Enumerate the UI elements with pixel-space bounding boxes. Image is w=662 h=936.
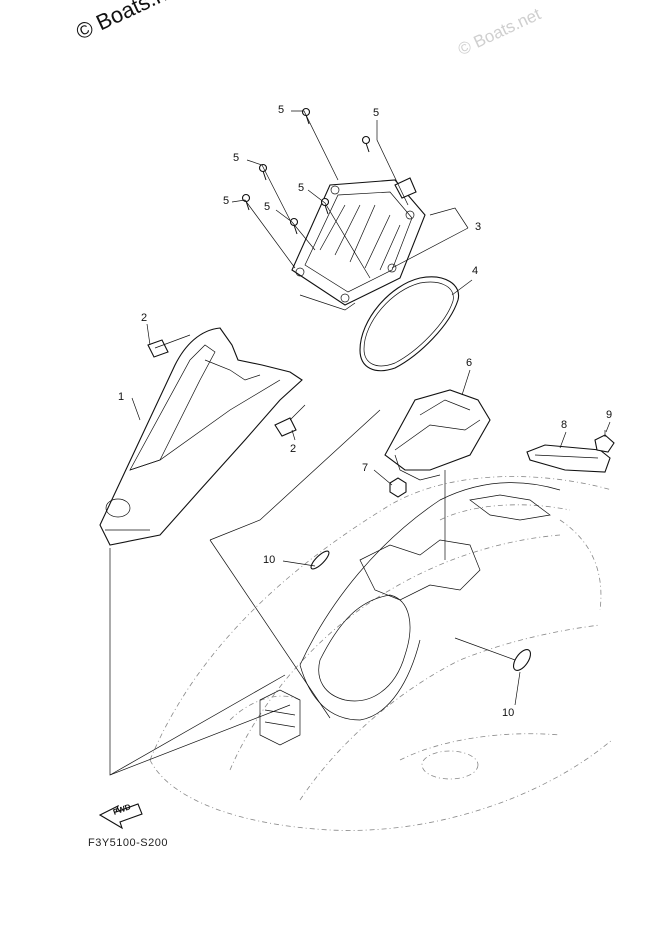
part-upper-cover [384,389,491,481]
callout-3: 3 [475,221,482,233]
part-small-clip [594,430,615,453]
part-front-cover [99,327,303,546]
callout-5-a: 5 [278,104,285,116]
fwd-arrow [98,803,143,830]
callout-10-left: 10 [263,554,276,566]
diagram-code: F3Y5100-S200 [88,837,168,849]
callout-10-right: 10 [502,707,515,719]
callout-1: 1 [118,391,125,403]
callout-8: 8 [561,419,568,431]
callout-5-b: 5 [373,107,380,119]
part-clip-lower [274,404,306,437]
callout-5-f: 5 [264,201,271,213]
callout-2-lower: 2 [290,443,297,455]
part-nut [389,477,407,498]
part-clip-upper [147,334,191,358]
part-grommet-right [512,649,532,671]
part-lid-seal [359,276,460,372]
part-grommet-left [310,550,330,570]
callout-6: 6 [466,357,473,369]
callout-5-e: 5 [223,195,230,207]
part-plate [526,444,611,473]
storage-well [259,482,561,746]
callout-5-d: 5 [298,182,305,194]
callout-2-upper: 2 [141,312,148,324]
callout-9: 9 [606,409,613,421]
part-storage-lid [291,177,426,311]
callout-5-c: 5 [233,152,240,164]
leader-lines [109,110,611,776]
callout-7: 7 [362,462,369,474]
hull-outline [149,476,613,831]
callout-4: 4 [472,265,479,277]
